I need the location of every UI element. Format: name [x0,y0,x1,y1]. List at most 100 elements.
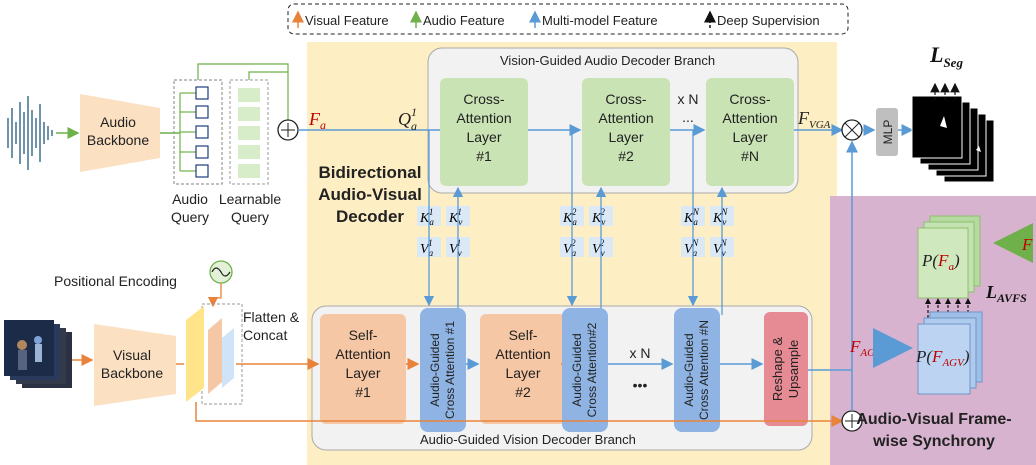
vNa: VaN [684,238,699,258]
audio-query-icon [173,79,223,185]
svg-text:#2: #2 [515,384,531,400]
fa-right-label: F [1021,235,1033,254]
qa-label: Qa1 [398,105,417,133]
k1v: Kv1 [448,207,462,227]
audio-backbone-label-1: Audio [100,114,136,130]
kv-labels: Ka1 Kv1 Va1 Vv1 Ka2 Kv2 Va2 Vv2 KaN KvN … [417,206,734,258]
svg-text:Self-: Self- [349,327,378,343]
svg-text:Layer: Layer [345,365,380,381]
lavfs-label: LAVFS [985,282,1027,305]
legend: Visual Feature Audio Feature Multi-model… [287,3,849,35]
svg-text:Reshape &: Reshape & [770,337,785,402]
svg-text:Cross-: Cross- [463,91,505,107]
mlp-box [876,108,898,156]
v1a: Va1 [420,238,434,258]
bidir-label-3: Decoder [336,207,404,226]
feature-planes [186,303,243,405]
audio-guided-cross-1: Audio-Guided Cross Attention #1 [420,308,466,432]
visual-backbone-label-2: Backbone [101,365,163,381]
k2a: Ka2 [562,207,577,227]
audio-guided-cross-n: Audio-Guided Cross Attention #N [674,308,720,432]
svg-text:Audio-Guided: Audio-Guided [570,333,584,406]
p-fa-stack [917,215,981,299]
kNa: KaN [683,207,700,227]
sync-title-1: Audio-Visual Frame- [856,411,1011,428]
p-fagv-label: P(FAGV) [915,347,970,369]
vga-branch-title: Vision-Guided Audio Decoder Branch [500,53,715,68]
multiply-icon [841,119,863,141]
xn-top: x N [678,91,699,107]
bidir-label-2: Audio-Visual [318,185,422,204]
p-fa-label: P(Fa) [921,251,960,273]
svg-text:Audio-Guided: Audio-Guided [428,333,442,406]
visual-backbone-label-1: Visual [113,347,151,363]
legend-deep: Deep Supervision [717,13,820,28]
audio-waveform-icon [7,96,53,170]
svg-text:Audio-Guided: Audio-Guided [682,333,696,406]
svg-text:#2: #2 [618,148,634,164]
svg-text:Attention: Attention [722,110,777,126]
reshape-upsample: Reshape & Upsample [764,312,808,426]
mlp-label: MLP [881,120,895,145]
cross-attention-2: Cross- Attention Layer #2 [582,78,670,186]
learnable-query-label-1: Learnable [219,191,281,207]
self-attention-2: Self- Attention Layer #2 [480,314,566,424]
kNv: KvN [712,207,728,227]
audio-query-label-2: Query [171,209,209,225]
svg-text:Layer: Layer [505,365,540,381]
svg-text:Upsample: Upsample [786,340,801,399]
svg-text:#1: #1 [355,384,371,400]
v2a: Va2 [563,238,577,258]
lseg-label: LSeg [929,42,963,70]
v2v: Vv2 [592,238,605,258]
k1a: Ka1 [419,207,434,227]
audio-guided-cross-2: Audio-Guided Cross Attention#2 [562,308,608,432]
flatten-label: Flatten & [243,309,300,325]
audio-backbone [80,94,160,172]
svg-text:Attention: Attention [335,346,390,362]
cross-attention-1: Cross- Attention Layer #1 [440,78,528,186]
bidir-label-1: Bidirectional [319,163,422,182]
svg-text:#1: #1 [476,148,492,164]
add-audio-icon [277,119,299,141]
svg-text:Layer: Layer [732,129,767,145]
svg-text:Cross-: Cross- [729,91,771,107]
vNv: VvN [713,238,728,258]
video-frames-image [4,320,72,388]
legend-audio: Audio Feature [423,13,505,28]
xn-bottom: x N [630,345,651,361]
fa-label: Fa [308,109,326,132]
segmentation-masks [911,95,995,183]
cross-attention-n: Cross- Attention Layer #N [706,78,794,186]
dots-bottom: ••• [633,377,648,393]
audio-query-label-1: Audio [172,191,208,207]
svg-text:Cross-: Cross- [605,91,647,107]
svg-text:Self-: Self- [509,327,538,343]
p-fagv-stack [917,311,983,395]
svg-text:Cross Attention #N: Cross Attention #N [697,320,711,420]
audio-backbone-label-2: Backbone [87,132,149,148]
svg-text:Attention: Attention [495,346,550,362]
svg-text:Attention: Attention [456,110,511,126]
dots-top: ... [682,109,694,125]
agv-branch-title: Audio-Guided Vision Decoder Branch [420,432,636,447]
fvga-label: FVGA [797,108,831,131]
sync-title-2: wise Synchrony [872,433,995,450]
svg-text:Attention: Attention [598,110,653,126]
v1v: Vv1 [449,238,462,258]
svg-text:#N: #N [741,148,759,164]
svg-text:Cross Attention#2: Cross Attention#2 [585,322,599,417]
svg-text:Layer: Layer [608,129,643,145]
svg-text:Cross Attention #1: Cross Attention #1 [443,321,457,419]
k2v: Kv2 [591,207,605,227]
learnable-query-label-2: Query [231,209,269,225]
svg-text:Layer: Layer [466,129,501,145]
learnable-query-icon [229,79,269,185]
sine-wave-icon [209,260,233,284]
self-attention-1: Self- Attention Layer #1 [320,314,406,424]
visual-backbone [94,324,176,406]
legend-visual: Visual Feature [305,13,389,28]
legend-multi: Multi-model Feature [542,13,658,28]
concat-label: Concat [243,327,287,343]
